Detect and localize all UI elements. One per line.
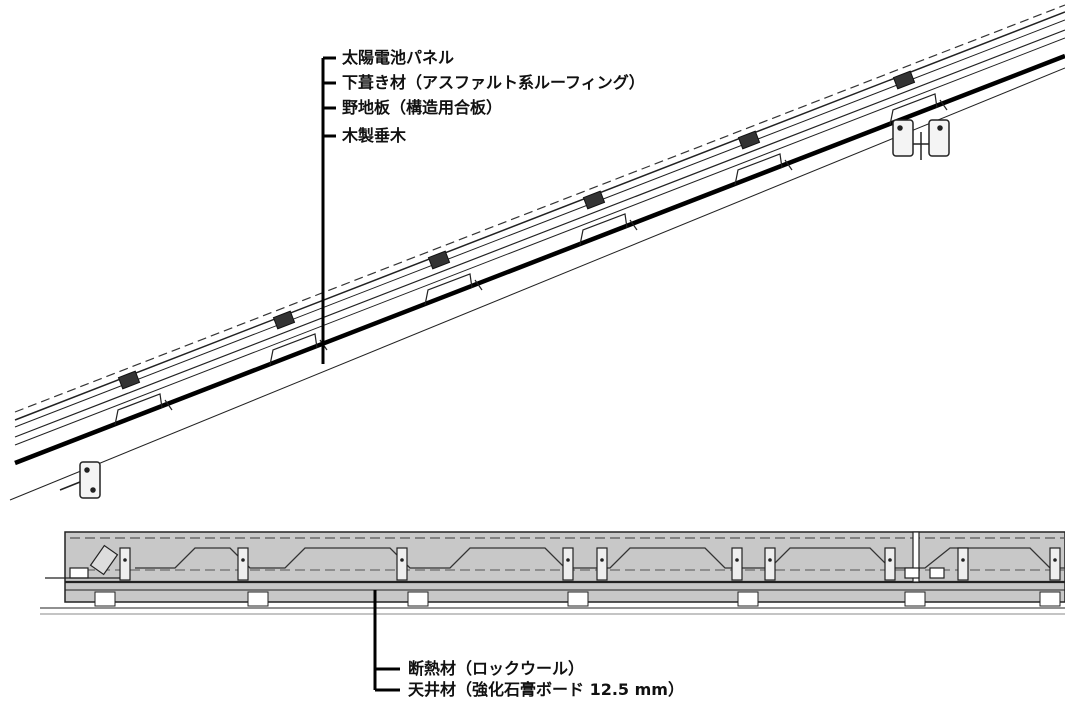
panel-bracket xyxy=(737,130,761,150)
left-end-detail xyxy=(45,544,120,579)
label-sheathing: 野地板（構造用合板） xyxy=(342,98,503,117)
panel-bracket xyxy=(582,190,606,210)
connector-detail-left xyxy=(59,461,101,499)
sheathing-line xyxy=(14,37,1065,446)
fastener xyxy=(164,399,173,411)
fastener xyxy=(629,219,638,231)
panel-rib xyxy=(269,333,318,366)
fastener xyxy=(784,159,793,171)
panel-rib xyxy=(424,273,473,306)
panel-rib xyxy=(889,93,938,126)
hanger-bolts xyxy=(123,558,1057,562)
sloped-ceiling-line xyxy=(9,67,1065,501)
panel-bracket xyxy=(427,250,451,270)
panel-frame-line xyxy=(14,19,1065,428)
solar-panel-outline xyxy=(14,4,1065,413)
ceiling-leader xyxy=(373,590,400,692)
solar-panel-surface xyxy=(14,11,1065,421)
ceiling-hangers xyxy=(119,547,1061,581)
roof-leader xyxy=(321,56,336,364)
panel-bracket xyxy=(272,310,296,330)
panel-brackets xyxy=(117,70,916,390)
underlayment-line xyxy=(14,29,1065,438)
panel-rib xyxy=(114,393,163,426)
panel-bracket xyxy=(117,370,141,390)
panel-ribs xyxy=(114,93,938,426)
bottom-blocks xyxy=(94,591,1061,607)
label-underlayment: 下葺き材（アスファルト系ルーフィング） xyxy=(342,73,645,92)
connector-detail-right xyxy=(892,119,950,160)
sloped-roof-section xyxy=(9,4,1065,501)
fastener xyxy=(939,99,948,111)
flat-ceiling-section xyxy=(40,531,1065,615)
rafter-line xyxy=(14,53,1065,466)
fastener xyxy=(474,279,483,291)
panel-joint xyxy=(912,531,920,583)
right-end-detail xyxy=(904,567,945,579)
label-solar-panel: 太陽電池パネル xyxy=(342,48,455,67)
panel-bracket xyxy=(892,70,916,90)
panel-rib xyxy=(734,153,783,186)
label-ceiling-board: 天井材（強化石膏ボード 12.5 mm） xyxy=(408,680,684,699)
panel-rib xyxy=(579,213,628,246)
label-insulation: 断熱材（ロックウール） xyxy=(408,659,585,678)
label-rafter: 木製垂木 xyxy=(342,126,407,145)
